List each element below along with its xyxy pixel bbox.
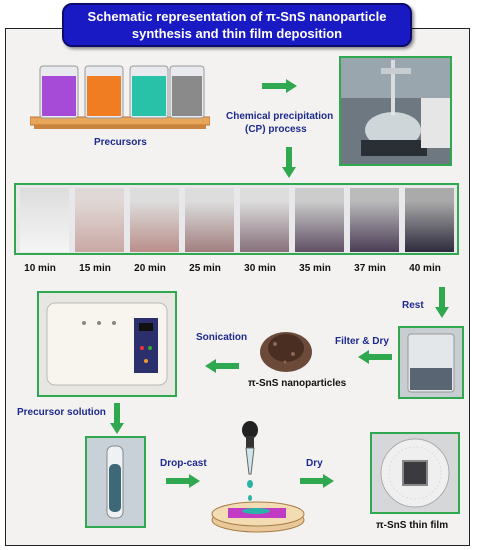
- precursor-beakers: [29, 62, 211, 132]
- drop-cast-label: Drop-cast: [160, 458, 207, 469]
- nanoparticle-powder: [255, 322, 317, 374]
- drop-cast-illustration: [208, 420, 308, 535]
- beaker-20min: [130, 188, 179, 252]
- arrow-down-1: [282, 147, 296, 178]
- time-label: 40 min: [409, 263, 441, 274]
- time-label: 25 min: [189, 263, 221, 274]
- precursor-solution-photo: [85, 436, 146, 528]
- title-box: Schematic representation of π-SnS nanopa…: [62, 3, 412, 47]
- cp-label-line-2: (CP) process: [245, 124, 307, 135]
- title-line-1: Schematic representation of π-SnS nanopa…: [87, 9, 387, 24]
- arrow-right-1: [262, 79, 297, 93]
- filter-dry-label: Filter & Dry: [335, 336, 389, 347]
- arrow-right-dry: [300, 474, 334, 488]
- time-label: 20 min: [134, 263, 166, 274]
- precursors-label: Precursors: [94, 137, 147, 148]
- rested-beaker-photo: [398, 326, 464, 399]
- nanoparticles-label: π-SnS nanoparticles: [248, 378, 347, 389]
- time-label: 15 min: [79, 263, 111, 274]
- cp-label-line-1: Chemical precipitation: [226, 111, 334, 122]
- sonication-label: Sonication: [196, 332, 248, 343]
- beaker-35min: [295, 188, 344, 252]
- beaker-30min: [240, 188, 289, 252]
- thin-film-label: π-SnS thin film: [376, 520, 449, 531]
- beaker-25min: [185, 188, 234, 252]
- sonicator-photo: [37, 291, 177, 397]
- reaction-apparatus-photo: [339, 56, 452, 166]
- arrow-right-dropcast: [166, 474, 200, 488]
- time-label: 35 min: [299, 263, 331, 274]
- beaker-37min: [350, 188, 399, 252]
- title-line-2: synthesis and thin film deposition: [131, 26, 343, 41]
- rest-label: Rest: [402, 300, 424, 311]
- time-label: 30 min: [244, 263, 276, 274]
- time-series-strip: [14, 183, 459, 255]
- arrow-left-filter: [358, 350, 392, 364]
- thin-film-photo: [370, 432, 460, 514]
- arrow-left-sonication: [205, 359, 239, 373]
- precursor-solution-label: Precursor solution: [17, 407, 106, 418]
- dry-label: Dry: [306, 458, 323, 469]
- beaker-15min: [75, 188, 124, 252]
- beaker-40min: [405, 188, 454, 252]
- time-label: 37 min: [354, 263, 386, 274]
- arrow-down-solution: [110, 403, 124, 434]
- arrow-down-rest: [435, 287, 449, 318]
- beaker-10min: [20, 188, 69, 252]
- time-label: 10 min: [24, 263, 56, 274]
